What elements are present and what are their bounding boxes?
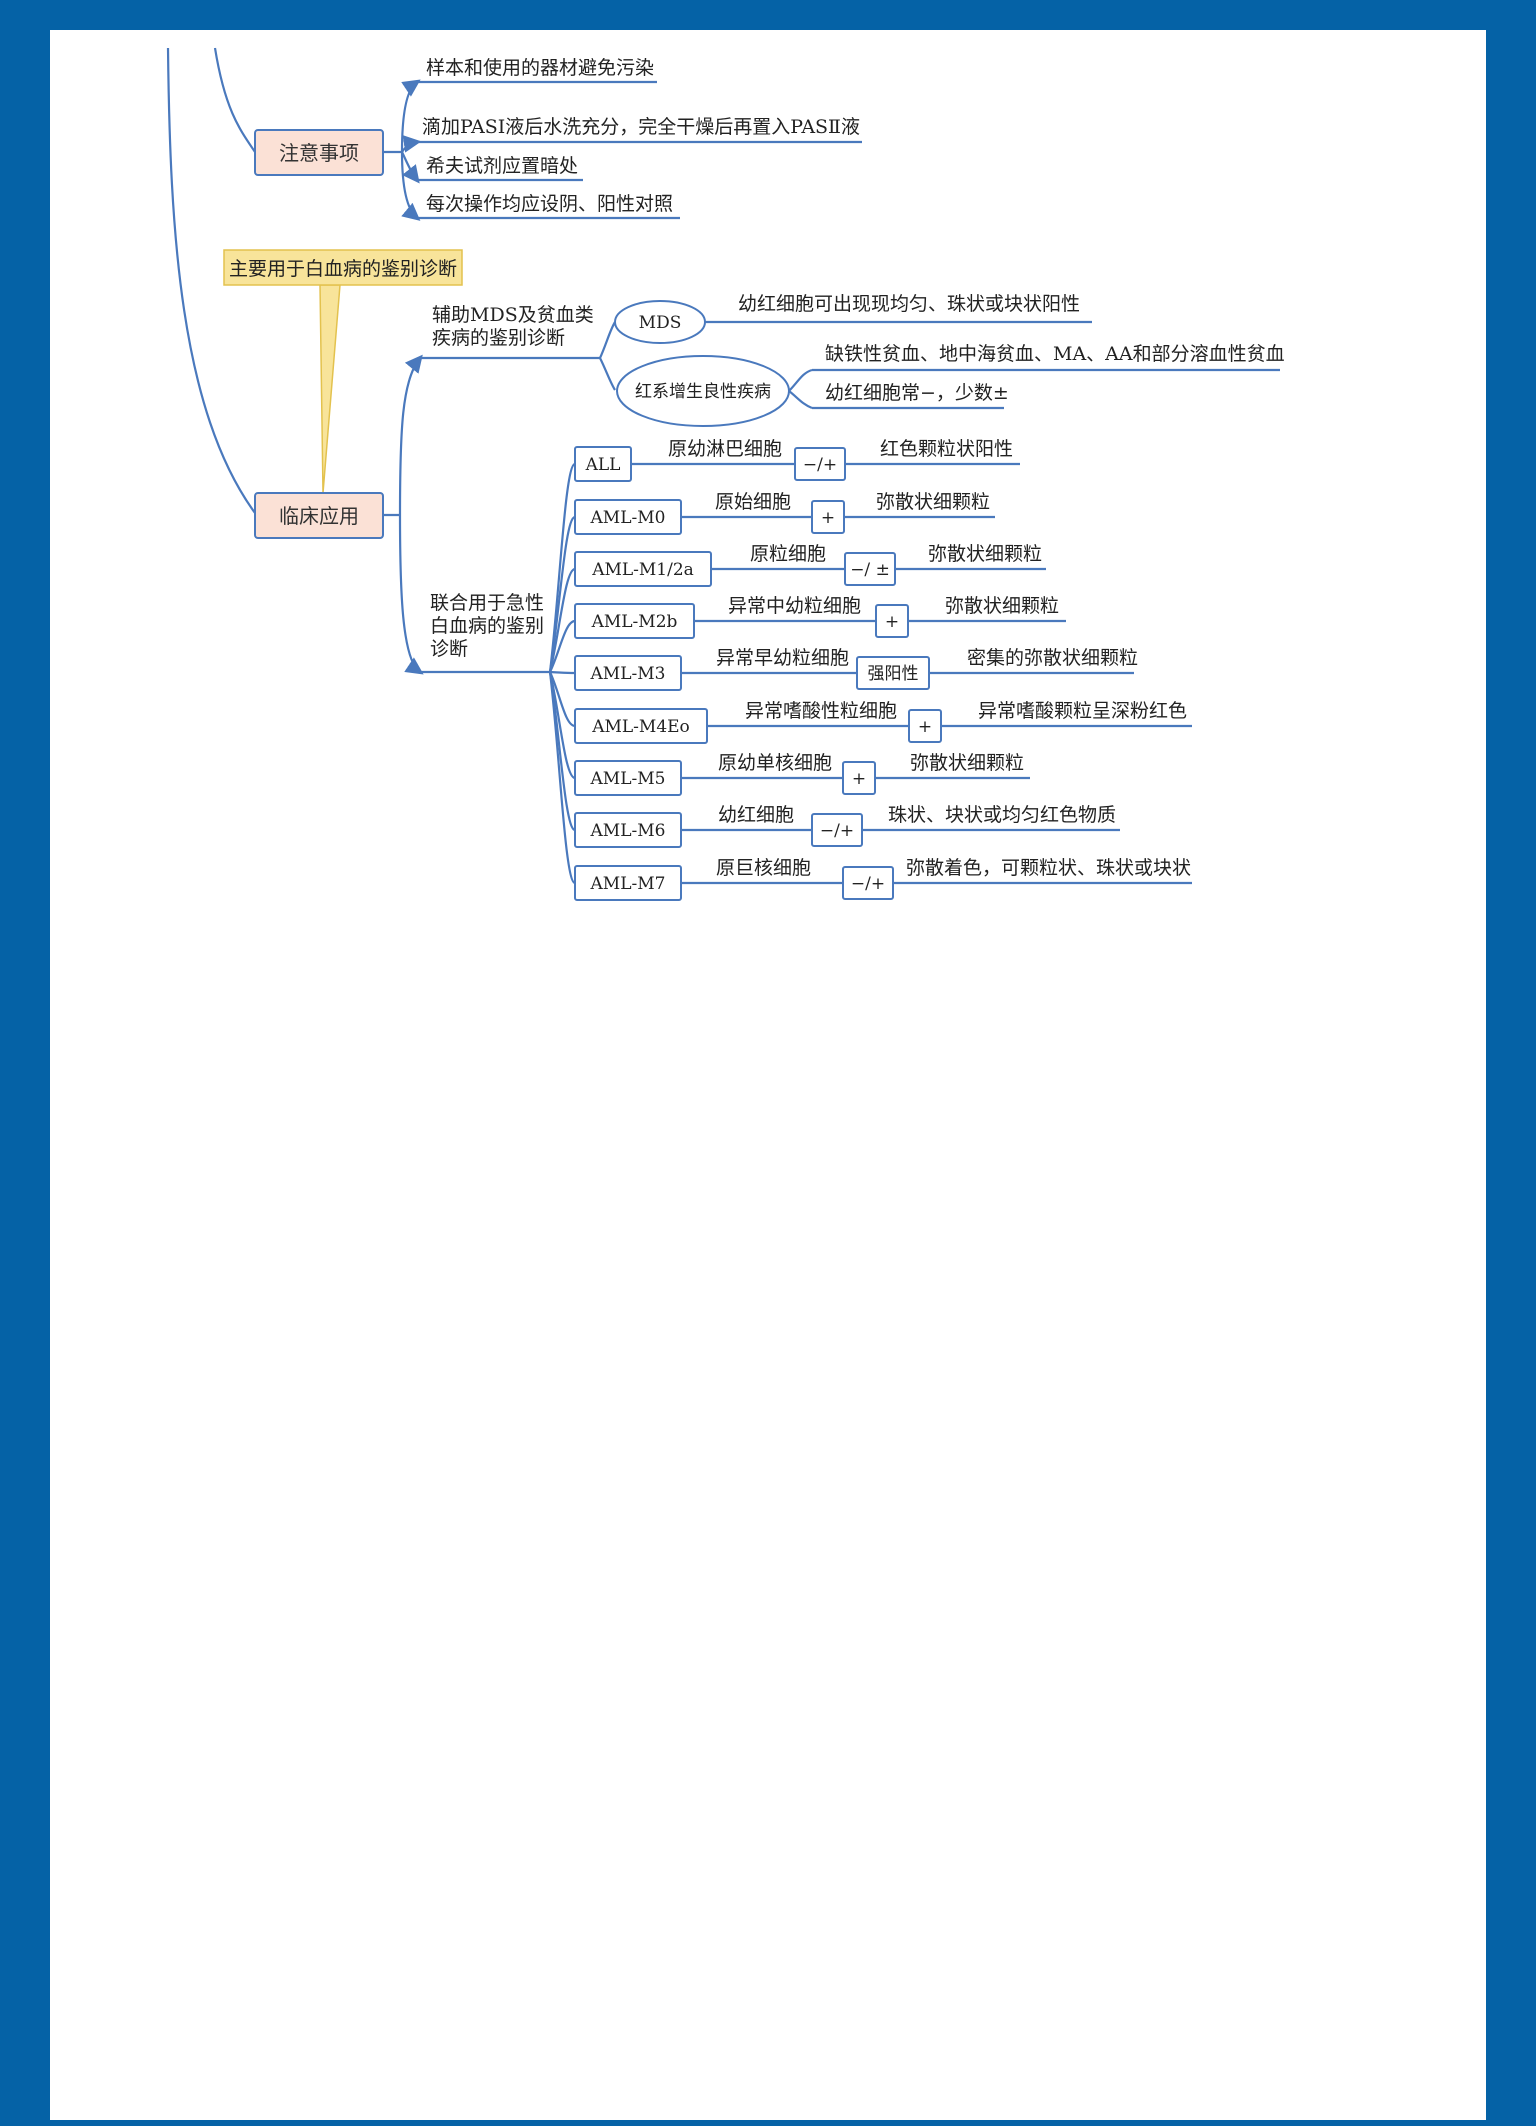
erythroid-node[interactable]: 红系增生良性疾病: [616, 355, 790, 427]
leukemia-cell-label: 原巨核细胞: [716, 857, 811, 879]
leukemia-type-label: AML-M1/2a: [591, 560, 694, 580]
leukemia-result-label: −/+: [803, 455, 837, 475]
spine-line-outer: [166, 47, 256, 514]
clinical-branch-leukemia: [398, 514, 424, 675]
mind-map: 注意事项 样本和使用的器材避免污染 滴加PASⅠ液后水洗充分，完全干燥后再置入P…: [166, 47, 1285, 901]
leukemia-fan-line: [549, 671, 576, 728]
leukemia-type-label: AML-M2b: [591, 612, 678, 632]
leukemia-result-label: +: [918, 717, 932, 737]
leukemia-fan-line: [549, 670, 576, 675]
leukemia-type-label: AML-M3: [590, 664, 666, 684]
leukemia-result-label: −/+: [851, 874, 885, 894]
leukemia-pattern-label: 异常嗜酸颗粒呈深粉红色: [978, 700, 1187, 722]
leukemia-cell-label: 原幼单核细胞: [718, 752, 832, 774]
leukemia-pattern-label: 密集的弥散状细颗粒: [967, 647, 1138, 669]
mds-branch-label-line1: 辅助MDS及贫血类: [432, 304, 594, 326]
leukemia-cell-label: 异常嗜酸性粒细胞: [745, 700, 897, 722]
svg-text:红系增生良性疾病: 红系增生良性疾病: [635, 382, 771, 402]
leukemia-pattern-label: 弥散状细颗粒: [928, 543, 1042, 565]
leukemia-type-label: AML-M7: [590, 874, 666, 894]
precautions-branches: [400, 79, 422, 221]
leukemia-type-label: ALL: [585, 455, 621, 475]
leukemia-pattern-label: 弥散状细颗粒: [945, 595, 1059, 617]
leukemia-result-label: −/+: [820, 821, 854, 841]
leukemia-rows: ALL 原幼淋巴细胞 −/+ 红色颗粒状阳性 AML-M0 原始细胞 + 弥散状细颗粒 AML-…: [548, 438, 1192, 901]
svg-text:主要用于白血病的鉴别诊断: 主要用于白血病的鉴别诊断: [229, 258, 457, 280]
leukemia-type-label: AML-M0: [590, 508, 666, 528]
mds-branch-split: [599, 321, 616, 391]
precautions-node[interactable]: 注意事项: [254, 129, 384, 176]
erythroid-split: [788, 368, 813, 410]
leukemia-cell-label: 幼红细胞: [718, 804, 794, 826]
leukemia-fan-line: [548, 671, 577, 885]
mds-desc: 幼红细胞可出现现均匀、珠状或块状阳性: [738, 293, 1080, 315]
page-canvas: 注意事项 样本和使用的器材避免污染 滴加PASⅠ液后水洗充分，完全干燥后再置入P…: [50, 30, 1486, 2120]
leukemia-cell-label: 原始细胞: [715, 491, 791, 513]
leukemia-pattern-label: 红色颗粒状阳性: [880, 438, 1013, 460]
svg-text:临床应用: 临床应用: [279, 504, 359, 528]
leukemia-result-label: 强阳性: [868, 664, 919, 684]
leukemia-pattern-label: 弥散状细颗粒: [876, 491, 990, 513]
leukemia-type-label: AML-M6: [590, 821, 666, 841]
leukemia-fan-line: [549, 619, 576, 673]
leukemia-type-label: AML-M4Eo: [591, 717, 690, 737]
leukemia-result-label: +: [885, 612, 899, 632]
leukemia-cell-label: 原粒细胞: [750, 543, 826, 565]
leukemia-branch-label-line1: 联合用于急性: [430, 592, 544, 614]
leukemia-pattern-label: 弥散着色，可颗粒状、珠状或块状: [906, 857, 1191, 879]
leukemia-fan-line: [548, 515, 576, 673]
clinical-node[interactable]: 临床应用: [254, 492, 384, 539]
svg-text:MDS: MDS: [639, 313, 682, 333]
leukemia-type-label: AML-M5: [590, 769, 666, 789]
erythroid-item-1: 缺铁性贫血、地中海贫血、MA、AA和部分溶血性贫血: [825, 343, 1285, 365]
leukemia-result-label: +: [821, 508, 835, 528]
leukemia-result-label: −/ ±: [850, 560, 890, 580]
leukemia-callout: 主要用于白血病的鉴别诊断: [223, 249, 463, 494]
precaution-item-1: 样本和使用的器材避免污染: [426, 57, 654, 79]
leukemia-fan-line: [548, 567, 576, 673]
leukemia-branch-label-line2: 白血病的鉴别: [430, 615, 544, 637]
leukemia-result-label: +: [852, 769, 866, 789]
leukemia-cell-label: 异常中幼粒细胞: [728, 595, 861, 617]
precaution-item-3: 希夫试剂应置暗处: [426, 155, 578, 177]
svg-text:注意事项: 注意事项: [279, 141, 359, 165]
mds-branch-label-line2: 疾病的鉴别诊断: [432, 327, 565, 349]
precaution-item-2: 滴加PASⅠ液后水洗充分，完全干燥后再置入PASⅡ液: [422, 116, 860, 138]
leukemia-branch-label-line3: 诊断: [430, 638, 468, 660]
mds-node[interactable]: MDS: [614, 300, 706, 344]
leukemia-pattern-label: 珠状、块状或均匀红色物质: [888, 804, 1116, 826]
clinical-branch-mds: [398, 354, 423, 516]
leukemia-pattern-label: 弥散状细颗粒: [910, 752, 1024, 774]
spine-line-inner: [213, 47, 256, 153]
leukemia-cell-label: 原幼淋巴细胞: [668, 438, 782, 460]
leukemia-cell-label: 异常早幼粒细胞: [716, 647, 849, 669]
erythroid-item-2: 幼红细胞常−，少数±: [825, 382, 1009, 404]
precaution-item-4: 每次操作均应设阴、阳性对照: [426, 193, 673, 215]
